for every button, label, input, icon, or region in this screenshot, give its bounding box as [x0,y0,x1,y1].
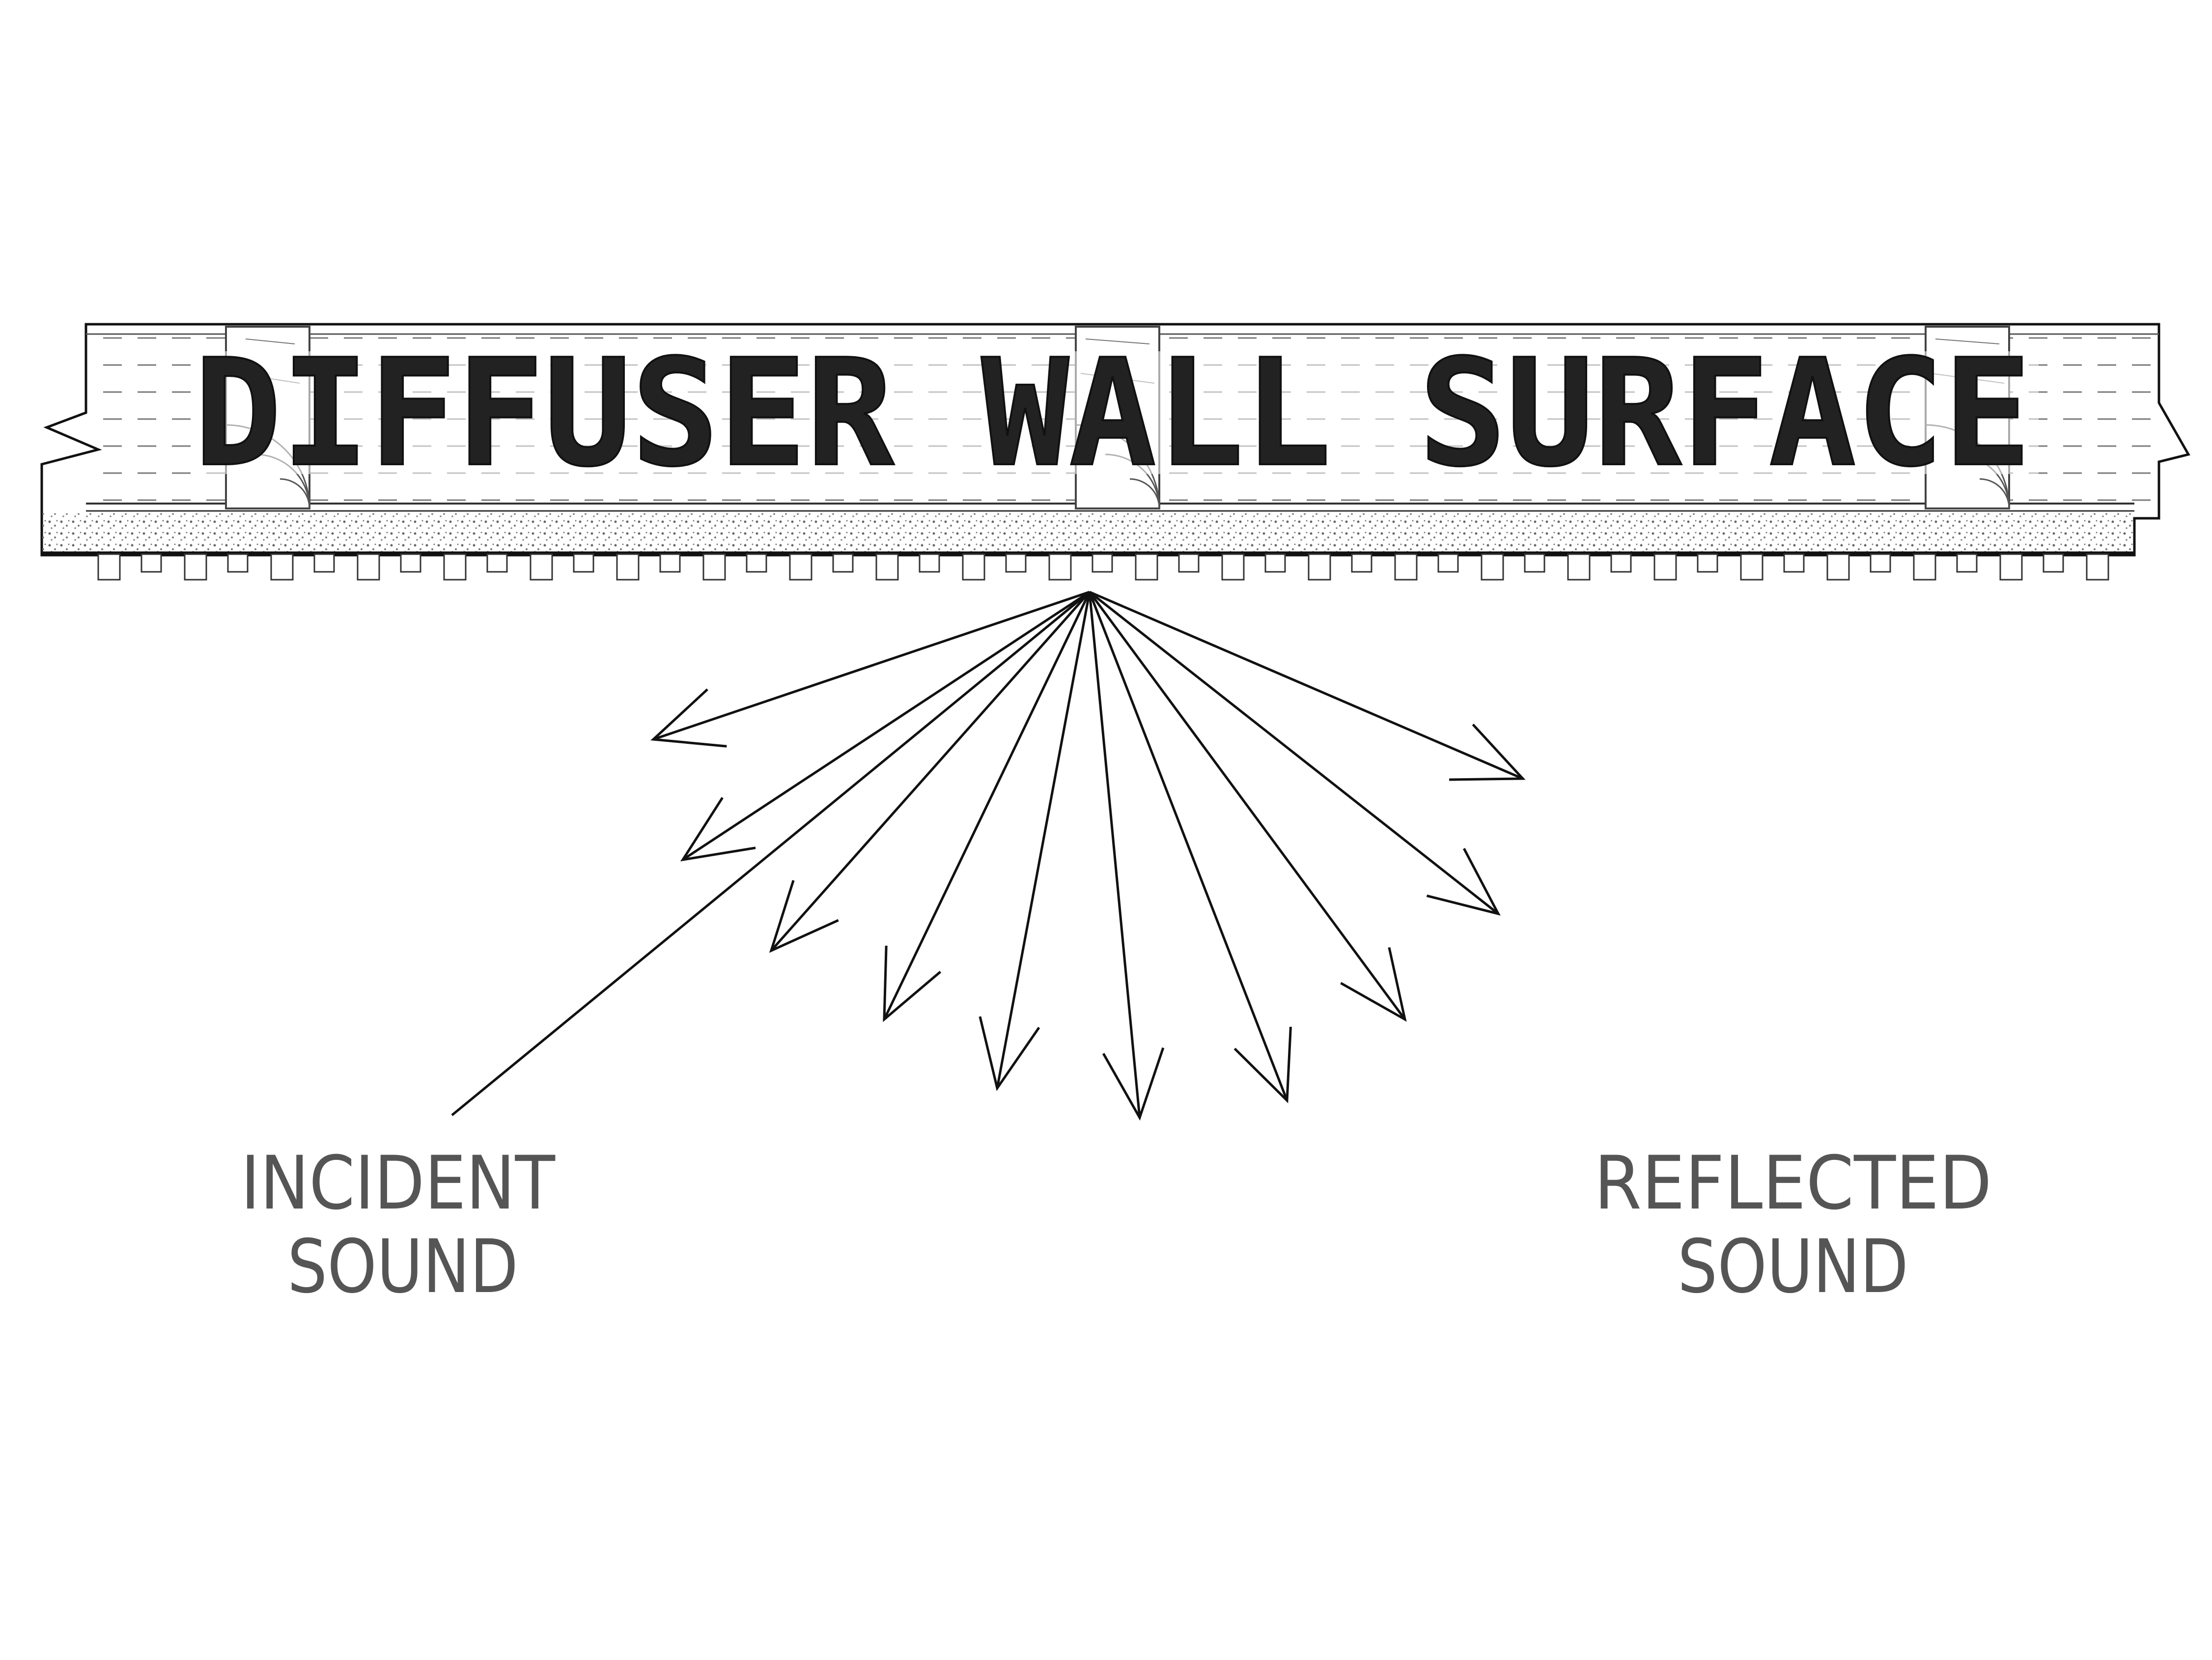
wall-title-backdrop [192,351,2039,474]
reflected-ray [653,591,1090,741]
arrowhead [1426,848,1501,916]
arrowhead [979,1016,1040,1092]
diffuser-block [659,553,681,573]
diffuser-block [400,553,421,573]
reflected-ray [1089,591,1499,915]
diffuser-block [1092,553,1113,573]
diffuser-block [227,553,249,573]
reflected-ray [770,591,1091,952]
diffuser-block [1437,553,1459,573]
diffuser-block [184,553,207,581]
diffuser-block [616,553,640,581]
diffuser-block [270,553,294,581]
incident-label-line2: SOUND [287,1224,518,1310]
diffuser-block [97,553,121,581]
diffuser-block [1567,553,1591,581]
diffuser-block [1178,553,1200,573]
diffuser-block [1653,553,1677,581]
arrowhead [1102,1047,1165,1121]
incident-sound-label: INCIDENT SOUND [241,1141,556,1310]
diffuser-block [1005,553,1027,573]
diffuser-block [1221,553,1245,581]
arrowhead [1449,723,1526,781]
wall-substrate [42,513,2134,553]
diffuser-block [1956,553,1978,573]
reflected-ray [1089,591,1523,780]
reflected-ray [1088,591,1141,1118]
diffuser-block [140,553,162,573]
arrowhead [883,945,942,1022]
diffuser-block [1048,553,1072,581]
diffuser-block [962,553,985,581]
reflected-ray [682,591,1091,861]
reflected-sound-label: REFLECTED SOUND [1594,1141,1992,1310]
diffuser-block [530,553,553,581]
diffuser-block [789,553,812,581]
diffuser-block [746,553,767,573]
diffuser-block [357,553,380,581]
diffuser-block [832,553,854,573]
diffuser-block [919,553,940,573]
diffuser-block [1481,553,1504,581]
arrowhead [680,797,756,862]
diffuser-block [2043,553,2064,573]
diffuser-block [313,553,335,573]
arrowhead [650,688,727,748]
diffuser-block [573,553,594,573]
reflected-label-line1: REFLECTED [1594,1141,1992,1226]
wall-title: DIFFUSER WALL SURFACE [194,328,2031,499]
diffuser-block [1135,553,1158,581]
diffuser-block [1697,553,1718,573]
reflected-rays [650,591,1526,1121]
reflected-ray [996,591,1091,1089]
diffuser-block [1394,553,1418,581]
arrowhead [1340,947,1407,1022]
diffuser-block [443,553,467,581]
arrowhead [1233,1027,1292,1103]
diffuser-block [1524,553,1545,573]
diffuser-block [1264,553,1286,573]
reflected-ray [1088,591,1406,1020]
diffuser-block [1740,553,1764,581]
diffuser-block [486,553,508,573]
diffuser-block [1783,553,1805,573]
wall-surface: DIFFUSER WALL SURFACE [40,323,2190,557]
diffuser-block [2086,553,2109,581]
diffuser-block [1610,553,1632,573]
diffuser-block [1999,553,2023,581]
diffuser-block [1826,553,1850,581]
incident-label-line1: INCIDENT [241,1141,556,1226]
diffuser-block [1870,553,1891,573]
diffuser-block [875,553,899,581]
diffuser-block [1351,553,1372,573]
arrowhead [769,880,839,953]
diffuser-block [702,553,726,581]
incident-ray [451,591,1091,1116]
reflected-label-line2: SOUND [1678,1224,1908,1310]
diffuser-block [1308,553,1331,581]
diffuser-blocks [97,553,2109,581]
reflected-ray [1088,591,1288,1101]
reflected-ray [883,591,1091,1020]
diffuser-block [1913,553,1936,581]
